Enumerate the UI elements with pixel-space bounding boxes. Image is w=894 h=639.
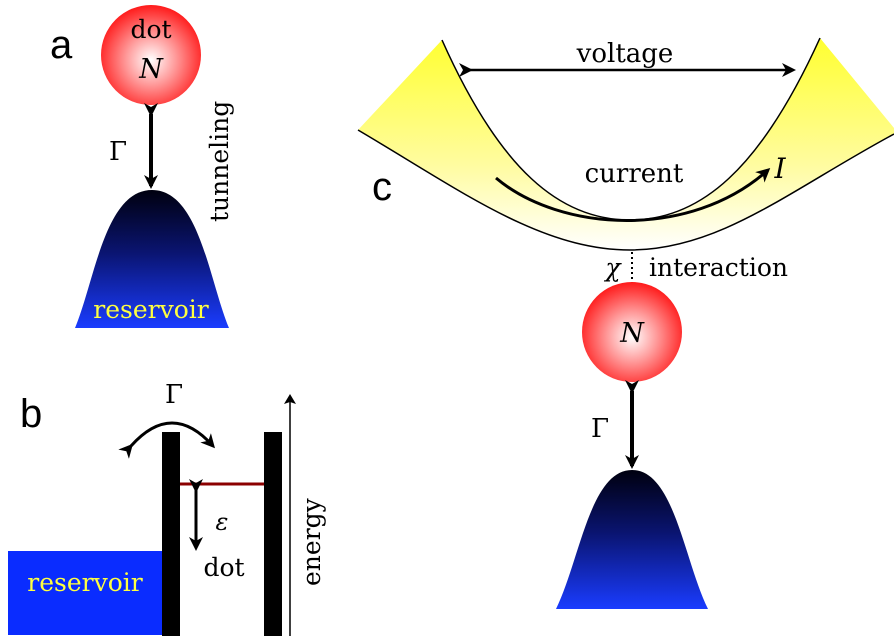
panel-b-gamma: Γ [165, 380, 183, 410]
panel-b-reservoir-label: reservoir [27, 568, 142, 597]
panel-c-voltage-label: voltage [576, 39, 674, 69]
panel-c-chi: χ [603, 253, 622, 282]
panel-c-current-var: I [773, 152, 786, 185]
panel-b-letter: b [20, 392, 42, 436]
panel-b: b Γ reservoir ε dot energy [8, 380, 326, 636]
panel-a-letter: a [50, 23, 73, 67]
panel-c-letter: c [372, 165, 392, 209]
panel-a-gamma: Γ [109, 137, 127, 167]
panel-b-right-barrier [264, 432, 282, 636]
panel-c-channel-lower-edge [357, 129, 894, 251]
panel-b-tunnel-arrow [118, 421, 215, 459]
panel-b-epsilon: ε [216, 508, 229, 536]
panel-c-current-label: current [585, 159, 684, 189]
panel-a-dot-var: N [138, 54, 164, 85]
panel-a-tunneling: tunneling [205, 101, 234, 222]
panel-a-reservoir-label: reservoir [93, 295, 208, 324]
panel-c: c voltage current I χ interaction N Γ [357, 37, 894, 609]
panel-b-reservoir [8, 551, 162, 635]
panel-b-left-barrier [162, 432, 180, 636]
panel-b-energy-label: energy [297, 497, 326, 586]
panel-c-reservoir [556, 470, 708, 609]
panel-c-dot [582, 282, 682, 382]
panel-a-reservoir [75, 190, 229, 328]
panel-a-dot-label: dot [130, 15, 171, 44]
panel-c-dot-var: N [619, 318, 645, 349]
panel-a: a dot N Γ tunneling reservoir [50, 5, 234, 328]
panel-c-channel [358, 38, 894, 250]
panel-c-gamma: Γ [591, 414, 609, 444]
panel-c-current-arrow [495, 167, 771, 222]
panel-a-dot [101, 5, 201, 105]
panel-c-interaction-label: interaction [649, 253, 788, 282]
panel-b-dot-label: dot [203, 553, 244, 582]
